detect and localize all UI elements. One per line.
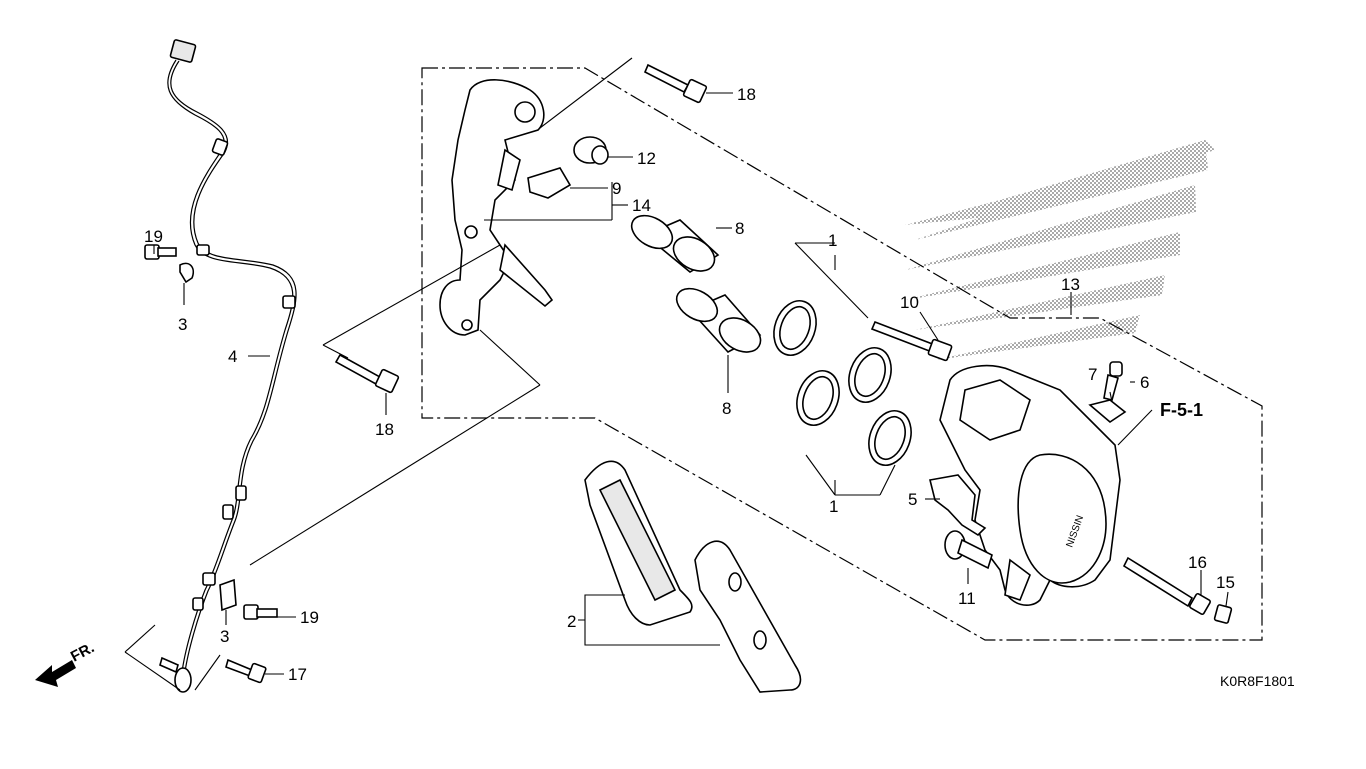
boot-12	[573, 136, 609, 165]
figure-code: K0R8F1801	[1220, 673, 1295, 689]
piston-seals	[773, 300, 912, 466]
clip-3-lower	[219, 578, 237, 612]
slide-pin-10	[870, 320, 953, 362]
bolt-19-lower	[243, 604, 278, 620]
bolt-19-upper	[144, 244, 177, 260]
callout-17: 17	[288, 665, 307, 684]
speed-sensor-cable	[159, 39, 297, 693]
callout-10: 10	[900, 293, 919, 312]
bolt-16	[1122, 556, 1211, 615]
wing-logo-watermark	[905, 140, 1215, 360]
pad-spring-5	[929, 474, 987, 537]
retainer-clip-9	[527, 167, 572, 199]
callout-16: 16	[1188, 553, 1207, 572]
callout-5: 5	[908, 490, 917, 509]
bolt-18-lower	[334, 353, 400, 394]
callout-18b: 18	[375, 420, 394, 439]
bolt-18-upper	[643, 63, 708, 104]
callout-15: 15	[1216, 573, 1235, 592]
callout-9: 9	[612, 179, 621, 198]
callout-3b: 3	[220, 627, 229, 646]
callout-3a: 3	[178, 315, 187, 334]
callout-14: 14	[632, 196, 651, 215]
callout-8a: 8	[735, 219, 744, 238]
piston-8-lower	[675, 287, 762, 353]
callout-8b: 8	[722, 399, 731, 418]
callout-11: 11	[958, 589, 976, 608]
bolt-17	[225, 658, 267, 684]
callout-6: 6	[1140, 373, 1149, 392]
leader-lines	[124, 57, 1229, 691]
callout-7: 7	[1088, 365, 1097, 384]
clip-3-upper	[179, 262, 195, 284]
assembly-outlines	[421, 67, 1263, 641]
callout-1b: 1	[829, 497, 838, 516]
callout-19a: 19	[144, 227, 163, 246]
callout-1a: 1	[828, 231, 837, 250]
callout-19b: 19	[300, 608, 319, 627]
caliper-body: NISSIN	[939, 364, 1121, 606]
callouts: 1 1 2 3 3 4 5 6 7 8 8 9 10 11 12 13 14 1…	[144, 85, 1235, 684]
callout-13: 13	[1061, 275, 1080, 294]
callout-18a: 18	[737, 85, 756, 104]
nut-15	[1213, 604, 1233, 624]
callout-12: 12	[637, 149, 656, 168]
pin-bolt-11	[944, 530, 993, 570]
brake-pads	[584, 460, 802, 693]
piston-8-upper	[630, 214, 720, 273]
callout-2: 2	[567, 612, 576, 631]
reference-f-5-1: F-5-1	[1160, 400, 1203, 420]
direction-arrow	[35, 660, 76, 687]
callout-4: 4	[228, 347, 237, 366]
caliper-bracket	[439, 79, 554, 336]
